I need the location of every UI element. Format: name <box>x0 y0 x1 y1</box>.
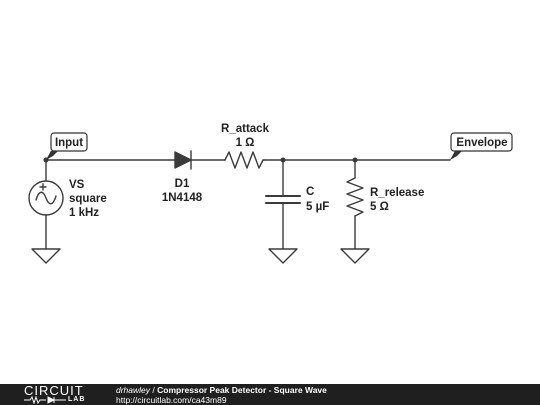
r-attack-name-label: R_attack <box>221 123 270 135</box>
resistor-attack-symbol <box>224 151 266 169</box>
vs-name-label: VS <box>69 179 85 191</box>
title-separator: / <box>150 385 158 395</box>
ground-symbol-cap <box>268 248 298 264</box>
net-label-input-text: Input <box>55 137 83 149</box>
circuit-meta: drhawley / Compressor Peak Detector - Sq… <box>116 385 327 405</box>
junction-cap <box>280 157 286 163</box>
r-attack-value-label: 1 Ω <box>236 137 255 149</box>
d1-name-label: D1 <box>175 178 190 190</box>
net-label-envelope[interactable]: Envelope <box>450 132 513 160</box>
c-name-label: C <box>306 186 314 198</box>
author-link[interactable]: drhawley <box>116 385 151 395</box>
junction-release <box>352 157 358 163</box>
ground-symbol-release <box>340 248 370 264</box>
d1-part-label: 1N4148 <box>162 192 203 204</box>
vs-freq-label: 1 kHz <box>69 207 99 219</box>
logo-lab-text: LAB <box>68 396 86 403</box>
ground-symbol-source <box>31 248 61 264</box>
logo-wire-icon <box>24 396 66 404</box>
circuit-title: Compressor Peak Detector - Square Wave <box>157 385 327 395</box>
r-release-value-label: 5 Ω <box>370 201 389 213</box>
sine-icon <box>35 191 57 205</box>
schematic-canvas: Input Envelope VS square 1 kHz D1 1N4148… <box>28 123 513 264</box>
resistor-release-symbol <box>346 177 364 217</box>
circuitlab-logo[interactable]: CIRCUIT LAB <box>24 384 104 405</box>
net-label-envelope-text: Envelope <box>456 137 507 149</box>
schematic-diagram: Input Envelope VS square 1 kHz D1 1N4148… <box>28 123 513 264</box>
net-label-input[interactable]: Input <box>46 132 88 160</box>
footer-bar: CIRCUIT LAB drhawley / Compressor Peak D… <box>0 384 540 405</box>
circuit-title-line: drhawley / Compressor Peak Detector - Sq… <box>116 385 327 395</box>
logo-circuit-text: CIRCUIT <box>24 383 84 398</box>
vs-type-label: square <box>69 193 107 205</box>
c-value-label: 5 µF <box>306 201 329 213</box>
diode-symbol <box>174 151 192 169</box>
circuit-url[interactable]: http://circuitlab.com/ca43m89 <box>116 395 227 405</box>
r-release-name-label: R_release <box>370 187 424 199</box>
